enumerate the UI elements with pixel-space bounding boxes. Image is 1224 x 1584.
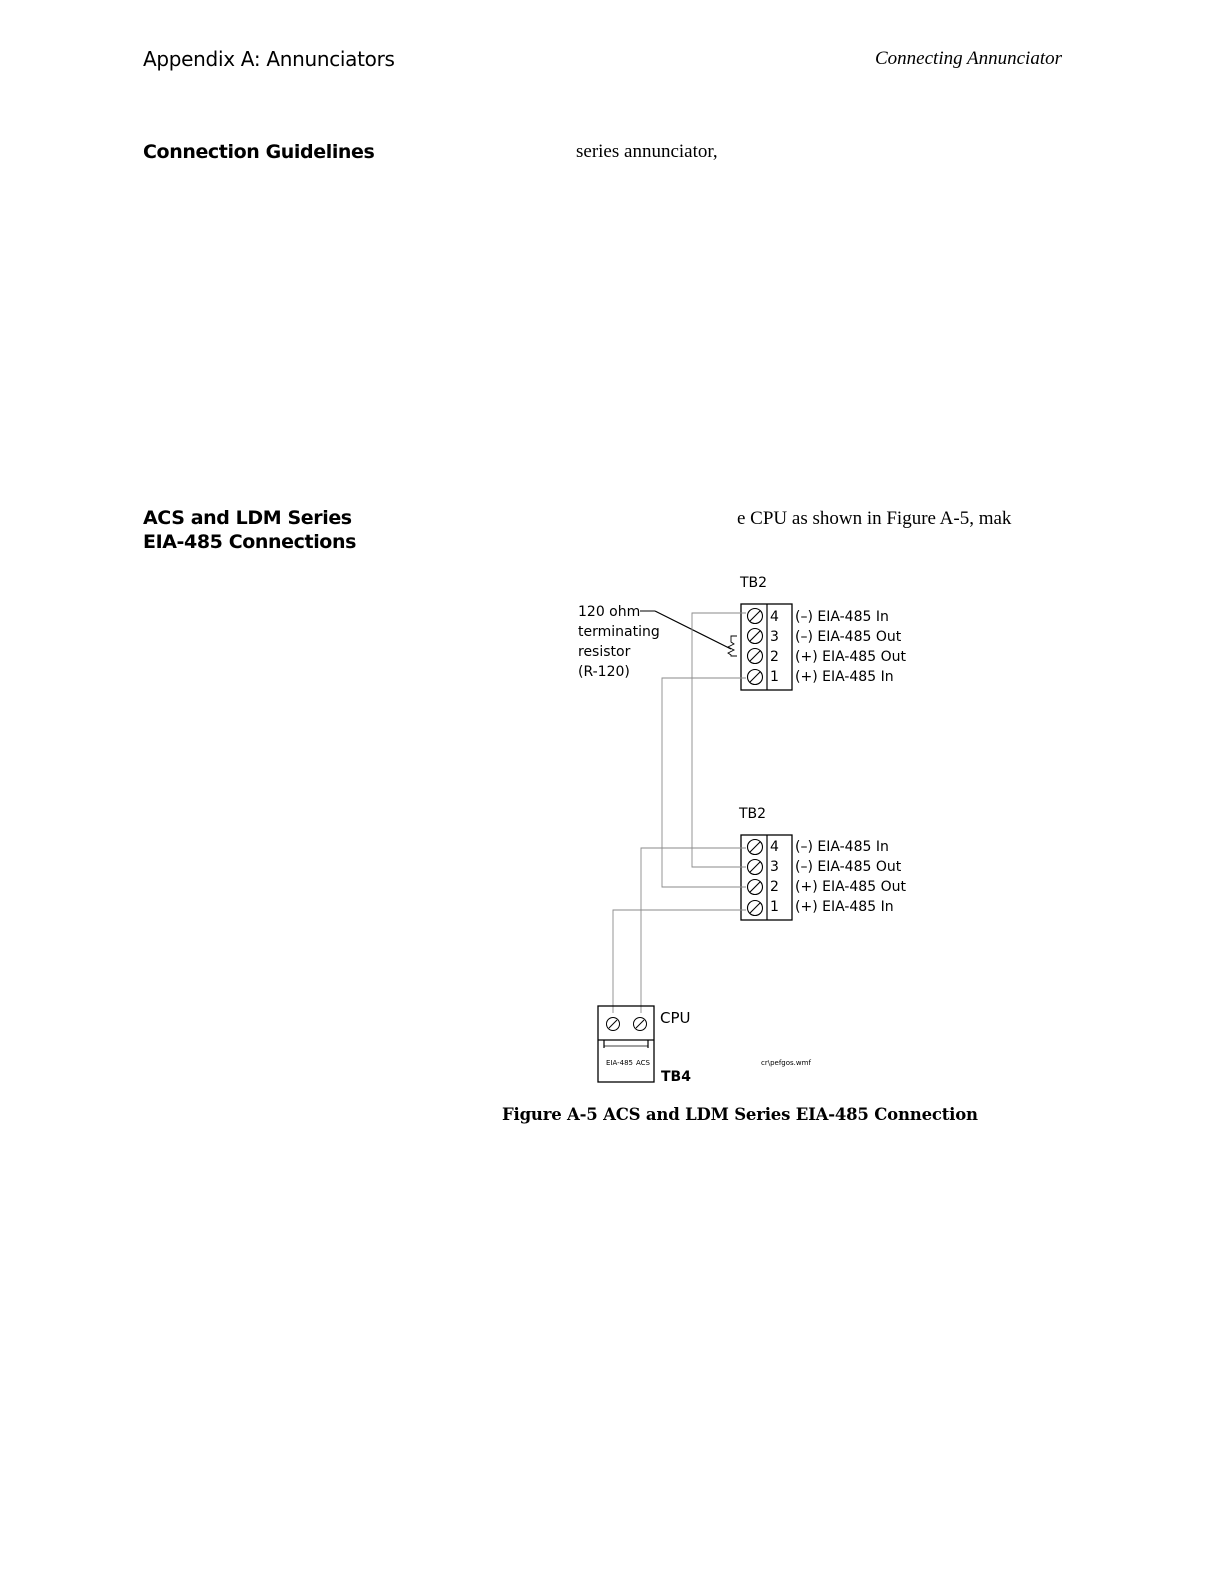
resistor-label-line: (R-120) — [578, 664, 630, 680]
terminal-number: 3 — [770, 629, 779, 645]
resistor-leader-line — [654, 610, 732, 650]
wires — [612, 612, 746, 1013]
screw-icon — [746, 627, 764, 645]
terminal-number: 2 — [770, 879, 779, 895]
terminal-label: (+) EIA-485 In — [795, 899, 894, 915]
body-text-fragment: series annunciator, — [576, 141, 718, 162]
screw-icon — [633, 1017, 647, 1031]
screw-icon — [746, 838, 764, 856]
tb2-lower-label: TB2 — [738, 806, 766, 822]
section-heading-line-1: ACS and LDM Series — [143, 507, 352, 529]
terminal-number: 3 — [770, 859, 779, 875]
resistor-callout: 120 ohm terminating resistor (R-120) — [578, 604, 660, 680]
screw-icon — [746, 607, 764, 625]
tb4-label: TB4 — [661, 1069, 691, 1085]
screw-icon — [606, 1017, 620, 1031]
terminal-label: (–) EIA-485 Out — [795, 629, 902, 645]
terminal-label: (+) EIA-485 In — [795, 669, 894, 685]
cpu-terminal-label: ACS — [636, 1059, 651, 1067]
terminal-label: (+) EIA-485 Out — [795, 879, 906, 895]
section-heading-line-2: EIA-485 Connections — [143, 531, 356, 553]
resistor-label-line: 120 ohm — [578, 604, 640, 620]
terminal-number: 1 — [770, 669, 779, 685]
screw-icon — [746, 858, 764, 876]
screw-icon — [746, 668, 764, 686]
terminal-label: (–) EIA-485 In — [795, 839, 889, 855]
wire — [691, 612, 746, 868]
body-text-fragment: e CPU as shown in Figure A-5, mak — [737, 508, 1012, 529]
drawing-id: cr\pefgos.wmf — [761, 1059, 811, 1067]
cpu-terminal-label: EIA-485 — [606, 1059, 633, 1067]
terminal-label: (–) EIA-485 In — [795, 609, 889, 625]
page-header-right: Connecting Annunciator — [875, 48, 1062, 69]
wire — [612, 909, 746, 1013]
screw-icon — [746, 647, 764, 665]
terminal-number: 4 — [770, 839, 779, 855]
terminal-number: 1 — [770, 899, 779, 915]
section-heading-acs-ldm: ACS and LDM Series EIA-485 Connections — [143, 506, 356, 554]
tb2-lower-block — [740, 834, 793, 921]
screw-icon — [746, 878, 764, 896]
cpu-label: CPU — [660, 1009, 691, 1027]
resistor-icon — [726, 635, 737, 657]
resistor-label-line: terminating — [578, 624, 660, 640]
terminal-number: 2 — [770, 649, 779, 665]
wire — [661, 677, 746, 888]
terminal-number: 4 — [770, 609, 779, 625]
terminal-label: (+) EIA-485 Out — [795, 649, 906, 665]
resistor-label-line: resistor — [578, 644, 631, 660]
tb2-upper-block — [740, 603, 793, 691]
tb2-upper-label: TB2 — [739, 575, 767, 591]
wire — [640, 847, 746, 1013]
section-heading-connection-guidelines: Connection Guidelines — [143, 141, 375, 163]
cpu-tb4-connector — [597, 1005, 655, 1083]
screw-icon — [746, 899, 764, 917]
terminal-label: (–) EIA-485 Out — [795, 859, 902, 875]
page-header-left: Appendix A: Annunciators — [143, 47, 395, 71]
figure-caption: Figure A-5 ACS and LDM Series EIA-485 Co… — [502, 1105, 978, 1124]
